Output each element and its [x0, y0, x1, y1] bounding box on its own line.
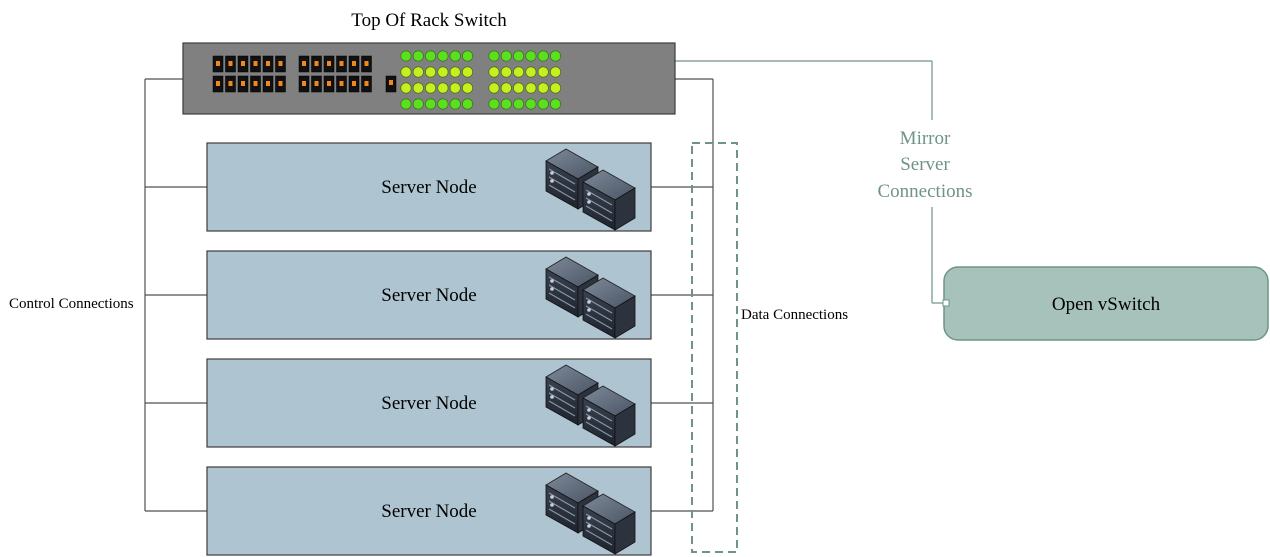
switch-port	[225, 55, 236, 73]
console-port	[385, 75, 397, 93]
switch-led	[461, 82, 473, 94]
data-connections-label: Data Connections	[741, 307, 848, 323]
switch-port	[361, 75, 372, 93]
switch-port	[225, 75, 236, 93]
switch-led	[537, 50, 549, 62]
switch-led	[437, 98, 449, 110]
top-of-rack-switch	[182, 42, 676, 115]
switch-port	[237, 55, 249, 73]
connection-lines	[144, 60, 944, 512]
data-connections-box	[691, 142, 738, 553]
switch-led	[425, 82, 437, 94]
open-vswitch-port	[942, 299, 950, 307]
switch-port	[311, 55, 322, 73]
switch-led	[537, 82, 549, 94]
switch-port	[361, 55, 372, 73]
switch-port	[275, 55, 286, 73]
switch-led	[488, 82, 500, 94]
control-connections-label: Control Connections	[9, 296, 134, 312]
switch-led	[525, 82, 537, 94]
switch-port	[212, 75, 224, 93]
switch-led	[500, 98, 512, 110]
server-node: Server Node	[206, 466, 652, 556]
server-node-label: Server Node	[381, 393, 477, 414]
switch-led	[412, 50, 424, 62]
open-vswitch: Open vSwitch	[942, 266, 1269, 341]
server-node: Server Node	[206, 142, 652, 232]
switch-led	[400, 98, 412, 110]
switch-led	[400, 82, 412, 94]
switch-led	[537, 98, 549, 110]
switch-led	[549, 82, 561, 94]
switch-title: Top Of Rack Switch	[351, 10, 507, 31]
switch-led	[425, 66, 437, 78]
switch-led	[437, 66, 449, 78]
switch-led	[488, 66, 500, 78]
switch-led	[537, 66, 549, 78]
switch-led	[461, 66, 473, 78]
switch-led	[500, 50, 512, 62]
switch-led	[549, 98, 561, 110]
switch-port	[298, 75, 310, 93]
switch-led	[449, 98, 461, 110]
switch-led	[461, 50, 473, 62]
mirror-label-line-1: Mirror	[900, 128, 951, 149]
switch-port	[336, 55, 347, 73]
switch-port	[311, 75, 322, 93]
switch-port	[237, 75, 249, 93]
switch-led	[449, 66, 461, 78]
server-node-label: Server Node	[381, 177, 477, 198]
switch-led	[525, 50, 537, 62]
switch-led	[425, 50, 437, 62]
switch-led	[513, 82, 525, 94]
switch-led	[525, 66, 537, 78]
switch-port	[348, 55, 360, 73]
mirror-label-line-3: Connections	[878, 181, 973, 202]
switch-led	[449, 82, 461, 94]
switch-led	[425, 98, 437, 110]
switch-led	[500, 82, 512, 94]
switch-port	[323, 55, 335, 73]
switch-led	[525, 98, 537, 110]
server-node: Server Node	[206, 250, 652, 340]
switch-port	[336, 75, 347, 93]
mirror-label-line-2: Server	[900, 154, 950, 175]
switch-led	[488, 98, 500, 110]
switch-port	[275, 75, 286, 93]
switch-led	[437, 50, 449, 62]
switch-led	[449, 50, 461, 62]
switch-led	[461, 98, 473, 110]
switch-port	[348, 75, 360, 93]
server-node-label: Server Node	[381, 285, 477, 306]
switch-port	[250, 75, 261, 93]
switch-led	[488, 50, 500, 62]
switch-led	[513, 66, 525, 78]
switch-port	[212, 55, 224, 73]
switch-led	[549, 66, 561, 78]
switch-led	[513, 50, 525, 62]
switch-led	[412, 98, 424, 110]
switch-led	[400, 50, 412, 62]
switch-led	[500, 66, 512, 78]
switch-port	[262, 75, 274, 93]
switch-ports	[212, 55, 397, 93]
server-node-label: Server Node	[381, 501, 477, 522]
server-node: Server Node	[206, 358, 652, 448]
switch-port	[298, 55, 310, 73]
switch-led	[400, 66, 412, 78]
switch-port	[262, 55, 274, 73]
open-vswitch-label: Open vSwitch	[1052, 294, 1161, 315]
switch-led	[437, 82, 449, 94]
switch-port	[323, 75, 335, 93]
switch-led	[513, 98, 525, 110]
switch-port	[250, 55, 261, 73]
switch-led	[412, 66, 424, 78]
switch-led	[412, 82, 424, 94]
switch-leds	[400, 50, 561, 110]
switch-led	[549, 50, 561, 62]
